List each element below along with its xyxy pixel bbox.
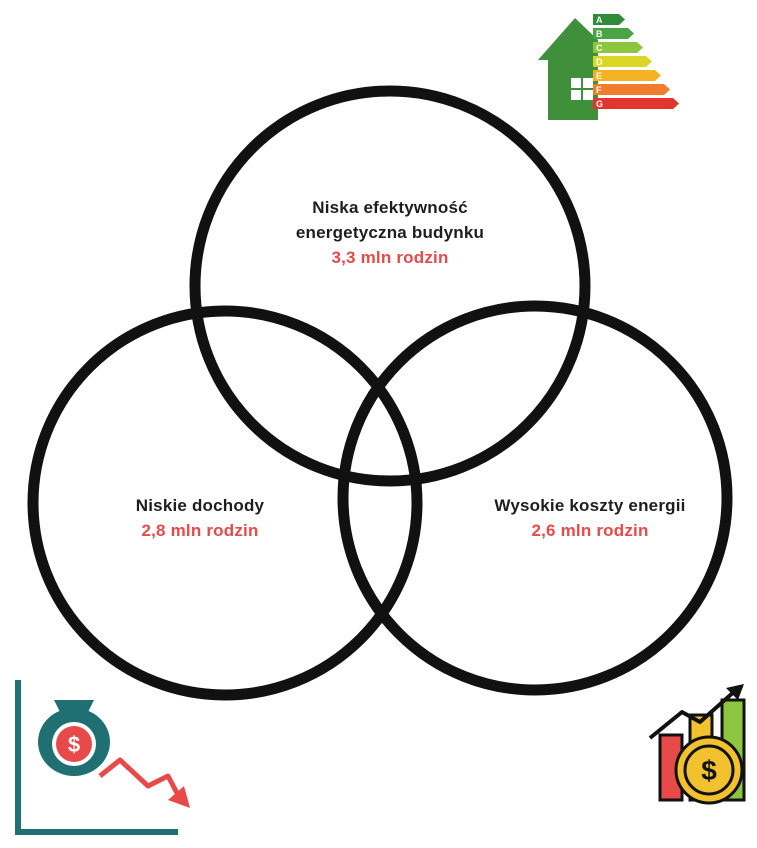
decline-arrow-icon — [98, 757, 190, 808]
money-bag-icon: $ — [38, 700, 110, 776]
label-income: Niskie dochody 2,8 mln rodzin — [90, 493, 310, 543]
label-efficiency: Niska efektywność energetyczna budynku 3… — [250, 195, 530, 270]
svg-text:$: $ — [68, 732, 80, 757]
energy-bar-a — [593, 14, 625, 25]
energy-bar-c — [593, 42, 643, 53]
label-costs: Wysokie koszty energii 2,6 mln rodzin — [470, 493, 710, 543]
circle-costs — [337, 300, 733, 696]
label-income-count: 2,8 mln rodzin — [141, 521, 259, 540]
energy-bar-e — [593, 70, 661, 81]
energy-bar-f — [593, 84, 670, 95]
energy-bar-letter-d: D — [596, 57, 603, 67]
energy-bar-letter-b: B — [596, 29, 603, 39]
low-income-icon: $ — [15, 680, 190, 835]
energy-bar-letter-g: G — [596, 99, 603, 109]
energy-bar-letter-f: F — [596, 85, 602, 95]
axis-icon — [15, 680, 178, 835]
svg-text:$: $ — [701, 755, 717, 786]
label-efficiency-line-2: energetyczna budynku — [295, 223, 485, 242]
energy-bar-d — [593, 56, 652, 67]
rising-costs-icon: $ — [648, 684, 746, 805]
energy-bar-g — [593, 98, 679, 109]
label-efficiency-count: 3,3 mln rodzin — [331, 248, 449, 267]
house-icon — [538, 18, 598, 120]
energy-bar-letter-c: C — [596, 43, 603, 53]
label-costs-count: 2,6 mln rodzin — [531, 521, 649, 540]
rising-arrow-icon — [648, 688, 738, 740]
energy-bar-letter-e: E — [596, 71, 602, 81]
coin-icon: $ — [674, 735, 744, 805]
label-costs-title: Wysokie koszty energii — [494, 496, 686, 515]
label-efficiency-line-1: Niska efektywność — [312, 198, 468, 217]
label-income-title: Niskie dochody — [135, 496, 265, 515]
energy-bar-letter-a: A — [596, 15, 603, 25]
circle-income — [27, 305, 423, 701]
circle-efficiency — [189, 85, 591, 487]
energy-bar-b — [593, 28, 634, 39]
